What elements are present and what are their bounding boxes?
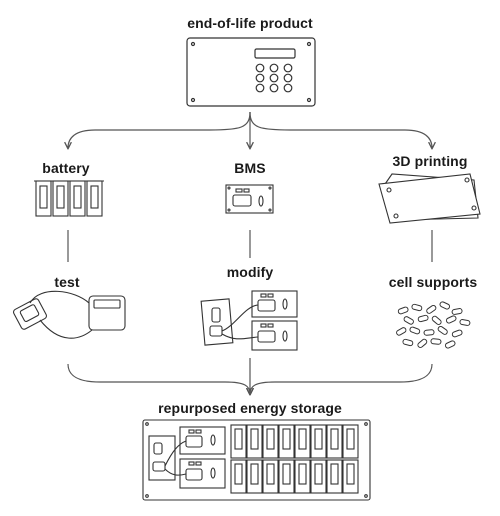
node-label-repurposed-energy-storage: repurposed energy storage [158, 400, 342, 416]
cell-supports-pile-icon [396, 301, 471, 349]
end-of-life-product-icon [186, 37, 316, 107]
modified-bms-assembly-icon [200, 290, 298, 351]
node-label-battery: battery [42, 160, 90, 176]
node-label-bms: BMS [234, 160, 266, 176]
arrow-from-cell-supports [250, 363, 433, 394]
node-label-modify: modify [226, 264, 274, 280]
node-label-cell-supports: cell supports [388, 274, 478, 290]
converging-arrows [67, 358, 433, 394]
repurposed-energy-storage-icon [142, 419, 371, 501]
vertical-connectors [67, 230, 433, 262]
battery-cells-icon [34, 180, 104, 217]
battery-tester-icon [12, 290, 126, 339]
arrow-to-battery [68, 111, 251, 148]
arrow-to-3d-printing [249, 111, 432, 148]
3d-printed-plates-icon [378, 173, 481, 224]
branch-arrows [68, 111, 432, 148]
arrow-from-test [67, 363, 250, 394]
node-label-3d-printing: 3D printing [392, 153, 468, 169]
bms-board-icon [225, 184, 274, 214]
node-label-test: test [54, 274, 80, 290]
node-label-end-of-life-product: end-of-life product [187, 15, 313, 31]
